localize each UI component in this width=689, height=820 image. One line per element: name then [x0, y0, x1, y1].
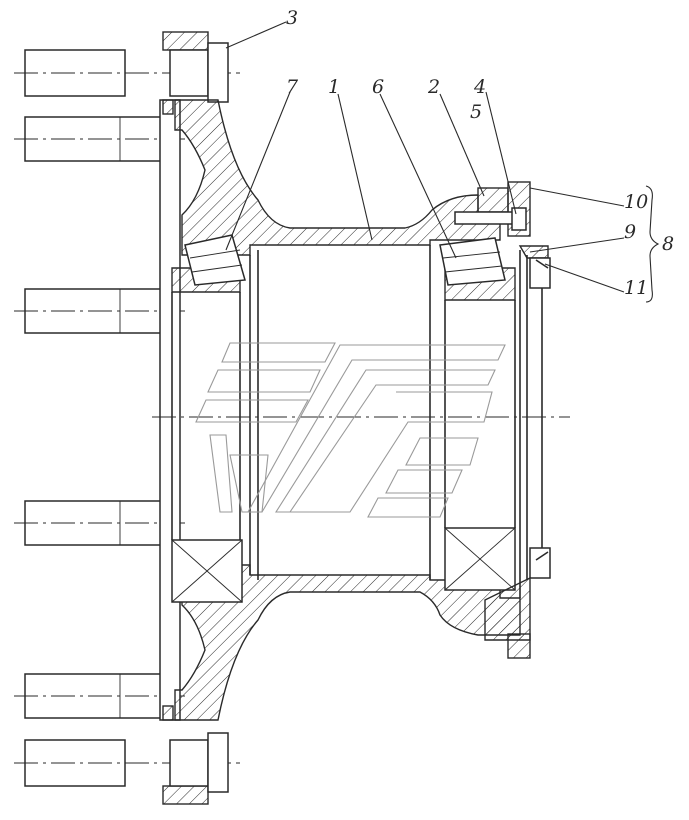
bearing-inner-7: [184, 234, 246, 286]
wheel-studs: [14, 49, 240, 787]
callout-1: 1: [328, 76, 340, 98]
wheel-stud-2: [14, 116, 185, 162]
curly-brace-icon: [645, 185, 660, 303]
callout-11: 11: [624, 277, 648, 299]
callout-3: 3: [286, 7, 298, 29]
hub-body-lower: [174, 564, 521, 721]
stylized-e-logo-icon: [195, 342, 506, 518]
callout-7: 7: [286, 76, 299, 98]
callout-2: 2: [427, 76, 440, 98]
hub-flange: [159, 99, 181, 721]
hub-bore: [171, 245, 528, 598]
wheel-stud-1: [14, 49, 240, 97]
callout-9: 9: [624, 221, 636, 243]
wheel-stud-5: [14, 673, 185, 719]
leader-lines: [225, 21, 625, 293]
callout-labels: 3 7 1 6 2 4 5 10 9 8 11: [286, 7, 674, 299]
bearing-outer-6: [439, 237, 506, 286]
callout-4: 4: [473, 76, 486, 98]
roller-bearing-lower-right: [444, 527, 516, 591]
callout-6: 6: [372, 76, 384, 98]
wheel-stud-3: [14, 288, 185, 334]
wheel-stud-6: [14, 739, 240, 787]
roller-bearing-lower-left: [171, 539, 243, 603]
callout-5: 5: [470, 101, 482, 123]
callout-10: 10: [624, 191, 648, 213]
callout-8: 8: [662, 233, 674, 255]
right-cover-assembly: [454, 181, 551, 659]
